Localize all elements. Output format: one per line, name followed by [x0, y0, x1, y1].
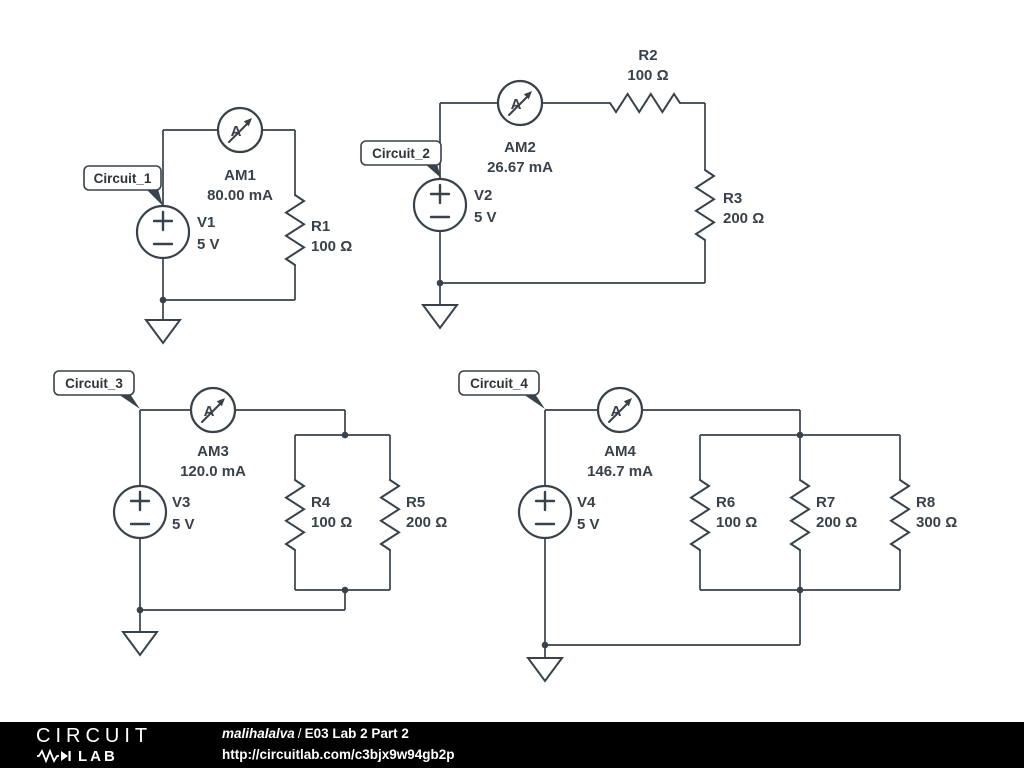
- callout-label: Circuit_2: [372, 146, 430, 161]
- resistor-name: R4: [311, 494, 331, 511]
- resistor-R7[interactable]: [789, 479, 811, 551]
- resistor-R3[interactable]: [694, 169, 716, 241]
- ammeter-reading: 26.67 mA: [487, 159, 553, 176]
- resistor-R8[interactable]: [889, 479, 911, 551]
- resistor-R5[interactable]: [379, 479, 401, 551]
- ammeter-glyph: A: [231, 123, 242, 140]
- callout-box: [360, 140, 442, 166]
- ammeter-name: AM1: [224, 167, 256, 184]
- junction-dot: [541, 641, 549, 649]
- callout-pointer: [425, 164, 441, 178]
- resistor-R2[interactable]: [609, 92, 681, 114]
- resistor-name: R6: [716, 494, 735, 511]
- ammeter-reading: 80.00 mA: [207, 187, 273, 204]
- resistor-name: R1: [311, 218, 330, 235]
- schematic-url[interactable]: http://circuitlab.com/c3bjx9w94gb2p: [222, 747, 455, 762]
- ammeter-glyph: A: [511, 96, 522, 113]
- resistor-logo-icon: [37, 749, 71, 763]
- schematic: A Circuit_1 AM1 80.00 mA V1 5 V R1 100 Ω…: [53, 47, 957, 682]
- ammeter-glyph: A: [611, 403, 622, 420]
- ammeter-AM3[interactable]: A: [189, 386, 237, 434]
- callout-circuit-2[interactable]: Circuit_2: [360, 140, 442, 178]
- ground-symbol[interactable]: [122, 631, 158, 656]
- resistor-name: R8: [916, 494, 935, 511]
- callout-circuit-4[interactable]: Circuit_4: [458, 370, 545, 409]
- divider: /: [297, 726, 302, 742]
- callout-label: Circuit_4: [470, 376, 528, 391]
- schematic-title: E03 Lab 2 Part 2: [304, 726, 409, 742]
- callout-circuit-1[interactable]: Circuit_1: [83, 165, 163, 206]
- resistor-value: 200 Ω: [816, 514, 857, 531]
- source-name: V4: [577, 494, 596, 511]
- junction-dot: [796, 431, 804, 439]
- callout-label: Circuit_3: [65, 376, 123, 391]
- ammeter-name: AM2: [504, 139, 536, 156]
- circuit-1: A Circuit_1 AM1 80.00 mA V1 5 V R1 100 Ω: [83, 106, 352, 344]
- logo-text-lab: LAB: [78, 747, 118, 765]
- ammeter-reading: 120.0 mA: [180, 463, 246, 480]
- ammeter-name: AM4: [604, 443, 636, 460]
- attribution: malihalalva/E03 Lab 2 Part 2 http://circ…: [222, 724, 455, 766]
- resistor-name: R7: [816, 494, 835, 511]
- resistor-value: 200 Ω: [723, 210, 764, 227]
- circuit-4: A Circuit_4 AM4 146.7 mA V4 5 V R6 100 Ω…: [458, 370, 957, 682]
- ammeter-reading: 146.7 mA: [587, 463, 653, 480]
- source-name: V1: [197, 214, 215, 231]
- source-value: 5 V: [197, 236, 220, 253]
- ammeter-name: AM3: [197, 443, 229, 460]
- voltage-source-V2[interactable]: [412, 177, 468, 233]
- resistor-value: 100 Ω: [716, 514, 757, 531]
- source-value: 5 V: [172, 516, 195, 533]
- resistor-value: 200 Ω: [406, 514, 447, 531]
- resistor-R4[interactable]: [284, 479, 306, 551]
- callout-box: [458, 370, 540, 396]
- wire: [439, 102, 706, 305]
- source-name: V3: [172, 494, 190, 511]
- logo-text-circuit: CIRCUIT: [36, 724, 153, 747]
- resistor-name: R5: [406, 494, 425, 511]
- wire: [544, 409, 901, 658]
- junction-dot: [436, 279, 444, 287]
- voltage-source-V1[interactable]: [135, 204, 191, 260]
- callout-box: [83, 165, 162, 191]
- junction-dot: [136, 606, 144, 614]
- circuit-3: A Circuit_3 AM3 120.0 mA V3 5 V R4 100 Ω…: [53, 370, 447, 656]
- ammeter-glyph: A: [204, 403, 215, 420]
- resistor-R1[interactable]: [284, 194, 306, 266]
- ground-symbol[interactable]: [422, 304, 458, 329]
- junction-dot: [159, 296, 167, 304]
- source-name: V2: [474, 187, 492, 204]
- circuit-2: A Circuit_2 AM2 26.67 mA V2 5 V R2 100 Ω…: [360, 47, 764, 329]
- ammeter-AM1[interactable]: A: [216, 106, 264, 154]
- source-value: 5 V: [577, 516, 600, 533]
- ammeter-AM2[interactable]: A: [496, 79, 544, 127]
- footer: CIRCUIT LAB malihalalva/E03 Lab 2 Part 2…: [0, 722, 1024, 768]
- callout-circuit-3[interactable]: Circuit_3: [53, 370, 140, 409]
- circuitlab-logo[interactable]: CIRCUIT LAB: [36, 726, 206, 765]
- voltage-source-V4[interactable]: [517, 484, 573, 540]
- resistor-name: R2: [638, 47, 657, 64]
- callout-label: Circuit_1: [94, 171, 152, 186]
- voltage-source-V3[interactable]: [112, 484, 168, 540]
- ammeter-AM4[interactable]: A: [596, 386, 644, 434]
- junction-dot: [341, 586, 349, 594]
- author-name: malihalalva: [222, 726, 295, 742]
- resistor-value: 300 Ω: [916, 514, 957, 531]
- callout-pointer: [118, 394, 140, 409]
- junction-dot: [796, 586, 804, 594]
- ground-symbol[interactable]: [527, 657, 563, 682]
- resistor-value: 100 Ω: [627, 67, 668, 84]
- resistor-value: 100 Ω: [311, 514, 352, 531]
- callout-box: [53, 370, 135, 396]
- source-value: 5 V: [474, 209, 497, 226]
- ground-symbol[interactable]: [145, 319, 181, 344]
- callout-pointer: [146, 189, 163, 206]
- resistor-name: R3: [723, 190, 742, 207]
- callout-pointer: [523, 394, 545, 409]
- resistor-value: 100 Ω: [311, 238, 352, 255]
- resistor-R6[interactable]: [689, 479, 711, 551]
- junction-dot: [341, 431, 349, 439]
